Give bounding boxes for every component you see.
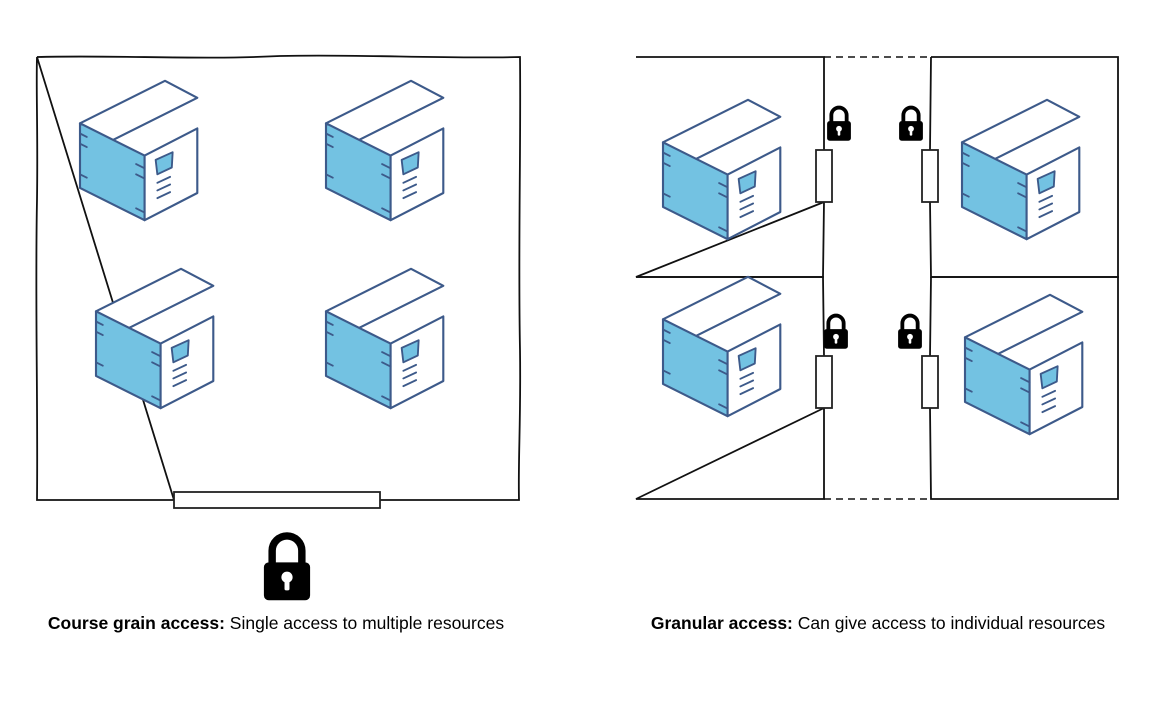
server-icon — [324, 79, 445, 222]
door-icon — [815, 355, 833, 409]
cell-border-top-right — [929, 56, 1119, 278]
padlock-icon — [825, 105, 853, 143]
padlock-icon — [896, 313, 924, 351]
caption-title: Course grain access: — [47, 613, 225, 633]
granular-panel — [635, 56, 1119, 500]
door-icon — [173, 491, 381, 509]
server-icon — [963, 293, 1084, 436]
server-icon — [94, 267, 215, 410]
cell-border-bottom-left — [635, 276, 825, 500]
coarse-grain-caption: Course grain access: Single access to mu… — [36, 611, 516, 635]
cell-border-bottom-right — [929, 276, 1119, 500]
coarse-grain-panel — [35, 54, 522, 601]
server-icon — [661, 98, 782, 241]
door-icon — [815, 149, 833, 203]
padlock-icon — [822, 313, 850, 351]
padlock-icon — [264, 536, 310, 600]
caption-text: Can give access to individual resources — [792, 613, 1106, 633]
server-icon — [661, 275, 782, 418]
perimeter-border — [35, 54, 522, 501]
granular-caption: Granular access: Can give access to indi… — [638, 611, 1118, 635]
server-icon — [324, 267, 445, 410]
door-icon — [921, 355, 939, 409]
door-icon — [921, 149, 939, 203]
server-icon — [960, 98, 1081, 241]
server-icon — [78, 79, 199, 222]
caption-text: Single access to multiple resources — [224, 613, 505, 633]
caption-title: Granular access: — [650, 613, 793, 633]
padlock-icon — [897, 105, 925, 143]
